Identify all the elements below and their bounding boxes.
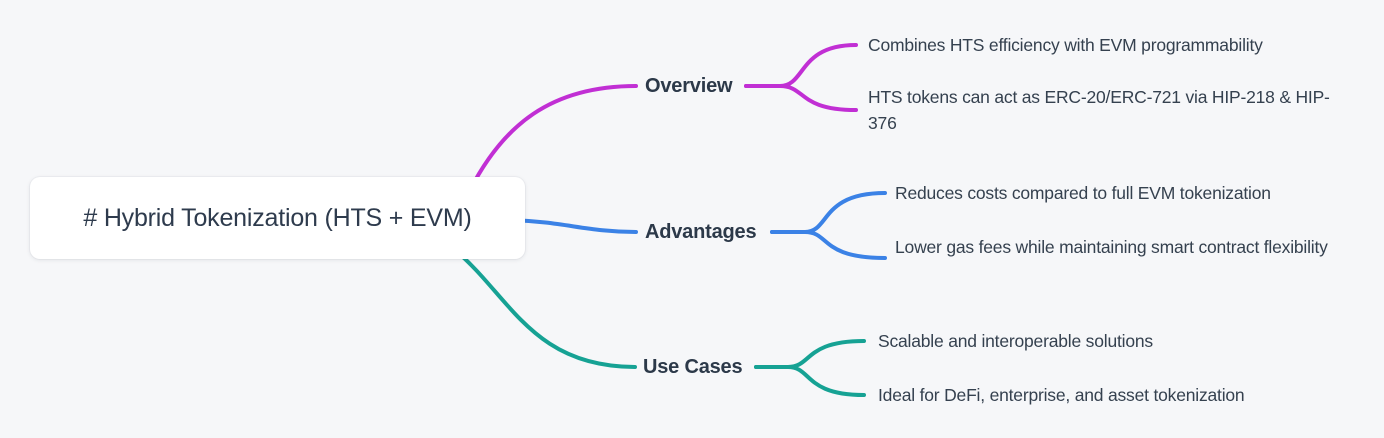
link-use-cases-child-2	[754, 365, 866, 397]
use-cases-links	[453, 248, 866, 397]
leaf-node-advantages-1[interactable]: Reduces costs compared to full EVM token…	[895, 183, 1271, 203]
leaf-node-overview-2[interactable]: HTS tokens can act as ERC-20/ERC-721 via…	[868, 87, 1330, 133]
leaf-node-overview-1[interactable]: Combines HTS efficiency with EVM program…	[868, 35, 1263, 55]
leaf-node-advantages-2[interactable]: Lower gas fees while maintaining smart c…	[895, 237, 1328, 257]
root-node[interactable]: # Hybrid Tokenization (HTS + EVM)	[30, 177, 525, 259]
link-use-cases-child-1	[754, 339, 866, 369]
advantages-links	[510, 191, 887, 260]
branch-node-overview[interactable]: Overview	[645, 75, 733, 97]
link-advantages-child-2	[770, 230, 887, 260]
leaf-node-use-cases-1[interactable]: Scalable and interoperable solutions	[878, 331, 1153, 351]
link-root-advantages	[510, 218, 638, 234]
link-root-use-cases	[453, 248, 637, 369]
root-node-label: # Hybrid Tokenization (HTS + EVM)	[83, 203, 472, 232]
overview-links	[468, 43, 858, 192]
branch-node-use-cases[interactable]: Use Cases	[643, 356, 743, 378]
link-advantages-child-1	[770, 191, 887, 234]
branch-node-advantages[interactable]: Advantages	[645, 221, 757, 243]
leaf-node-use-cases-2[interactable]: Ideal for DeFi, enterprise, and asset to…	[878, 385, 1245, 405]
link-root-overview	[468, 84, 638, 192]
link-overview-child-2	[744, 84, 858, 112]
link-overview-child-1	[744, 43, 858, 88]
